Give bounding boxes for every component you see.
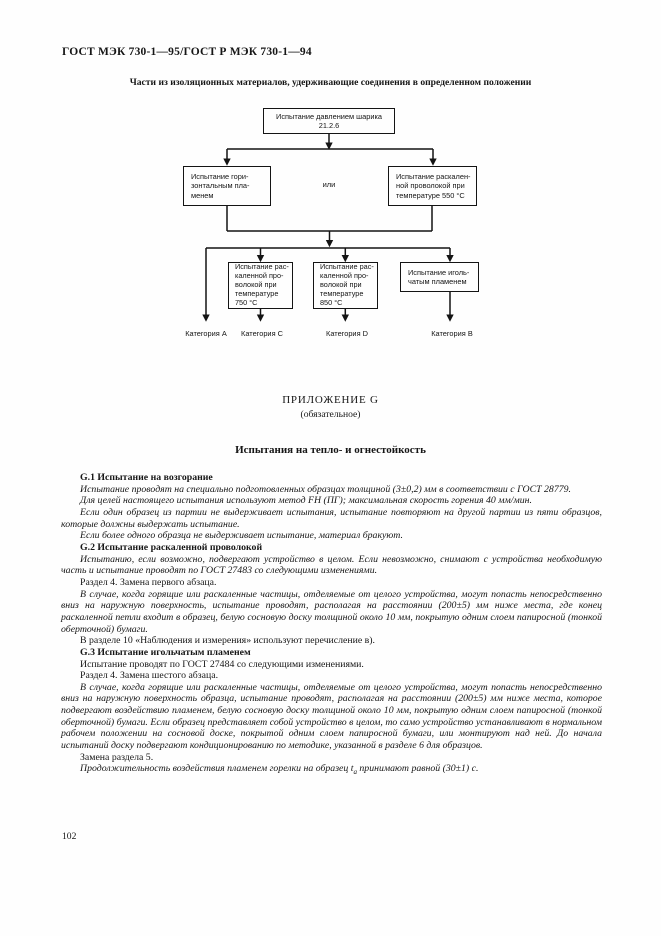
paragraph: Для целей настоящего испытания использую…: [80, 495, 532, 507]
paragraph: Раздел 4. Замена первого абзаца.: [80, 576, 217, 588]
paragraph: В случае, когда горящие или раскаленные …: [61, 681, 602, 752]
category-d-label: Категория D: [326, 329, 368, 338]
paragraph: Испытание проводят на специально подгото…: [80, 483, 571, 495]
category-a-label: Категория А: [185, 329, 227, 338]
paragraph: Испытание проводят по ГОСТ 27484 со след…: [80, 658, 364, 670]
flowchart-box-glow-wire-850-test: Испытание рас- каленной про- волокой при…: [313, 262, 378, 309]
paragraph: Раздел 4. Замена шестого абзаца.: [80, 670, 219, 682]
paragraph-with-subscript: Продолжительность воздействия пламенем г…: [61, 763, 602, 779]
flowchart-connectors: [202, 133, 454, 322]
paragraph: В разделе 10 «Наблюдения и измерения» ис…: [80, 635, 375, 647]
flowchart-box-ball-pressure-test: Испытание давлением шарика 21.2.6: [263, 108, 395, 134]
standard-designation: ГОСТ МЭК 730-1—95/ГОСТ Р МЭК 730-1—94: [62, 46, 312, 58]
paragraph: Если более одного образца не выдерживает…: [80, 530, 403, 542]
paragraph: Замена раздела 5.: [80, 751, 154, 763]
annex-kind: (обязательное): [300, 409, 361, 420]
or-label: или: [322, 180, 336, 189]
arrowheads: [202, 142, 454, 322]
flowchart-box-needle-flame-test: Испытание иголь- чатым пламенем: [400, 262, 479, 292]
flowchart-box-horizontal-flame-test: Испытание гори- зонтальным пла- менем: [183, 166, 271, 206]
annex-designation: ПРИЛОЖЕНИЕ G: [282, 394, 379, 406]
figure-caption: Части из изоляционных материалов, удержи…: [129, 77, 532, 88]
paragraph-pre: Продолжительность воздействия пламенем г…: [80, 763, 354, 775]
clause-heading-g2: G.2 Испытание раскаленной проволокой: [80, 541, 263, 553]
annex-title: Испытания на тепло- и огнестойкость: [235, 444, 426, 456]
paragraph: В случае, когда горящие или раскаленные …: [61, 588, 602, 635]
category-c-label: Категория С: [241, 329, 283, 338]
flowchart-box-glow-wire-550-test: Испытание раскален- ной проволокой при т…: [388, 166, 477, 206]
clause-heading-g1: G.1 Испытание на возгорание: [80, 472, 213, 483]
subscript-a: a: [353, 768, 357, 777]
connector-lines: [205, 133, 451, 315]
paragraph-post: принимают равной (30±1) с.: [356, 763, 479, 775]
body-text: G.1 Испытание на возгорание Испытание пр…: [61, 472, 602, 779]
flowchart-box-glow-wire-750-test: Испытание рас- каленной про- волокой при…: [228, 262, 293, 309]
page-number: 102: [62, 831, 77, 842]
category-b-label: Категория В: [431, 329, 473, 338]
paragraph: Испытанию, если возможно, подвергают уст…: [61, 553, 602, 577]
clause-heading-g3: G.3 Испытание игольчатым пламенем: [80, 646, 251, 658]
paragraph: Если один образец из партии не выдержива…: [61, 506, 602, 530]
